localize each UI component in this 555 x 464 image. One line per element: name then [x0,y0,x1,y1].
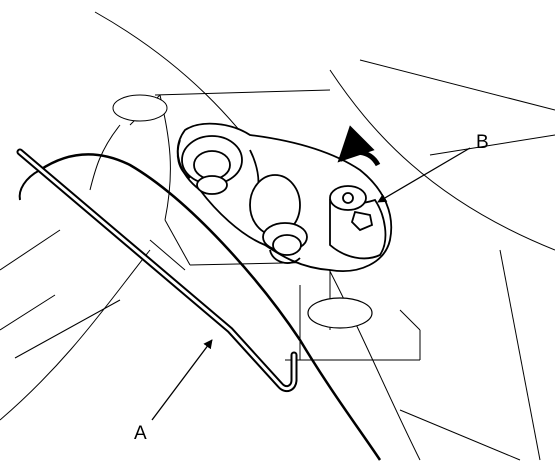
callout-label-b: B [476,132,489,153]
body-panel-lines [0,11,555,461]
callout-label-a: A [134,423,147,444]
rotation-arrow-icon [337,125,381,167]
panel-curve [39,153,382,461]
support-rod-a-core [18,150,296,391]
leader-line-b [377,147,471,203]
upper-hole [112,94,168,122]
panel-curve-inner [18,169,41,201]
lower-hole [307,297,373,329]
hinge-assembly [176,122,393,272]
leader-line-a [151,339,213,421]
